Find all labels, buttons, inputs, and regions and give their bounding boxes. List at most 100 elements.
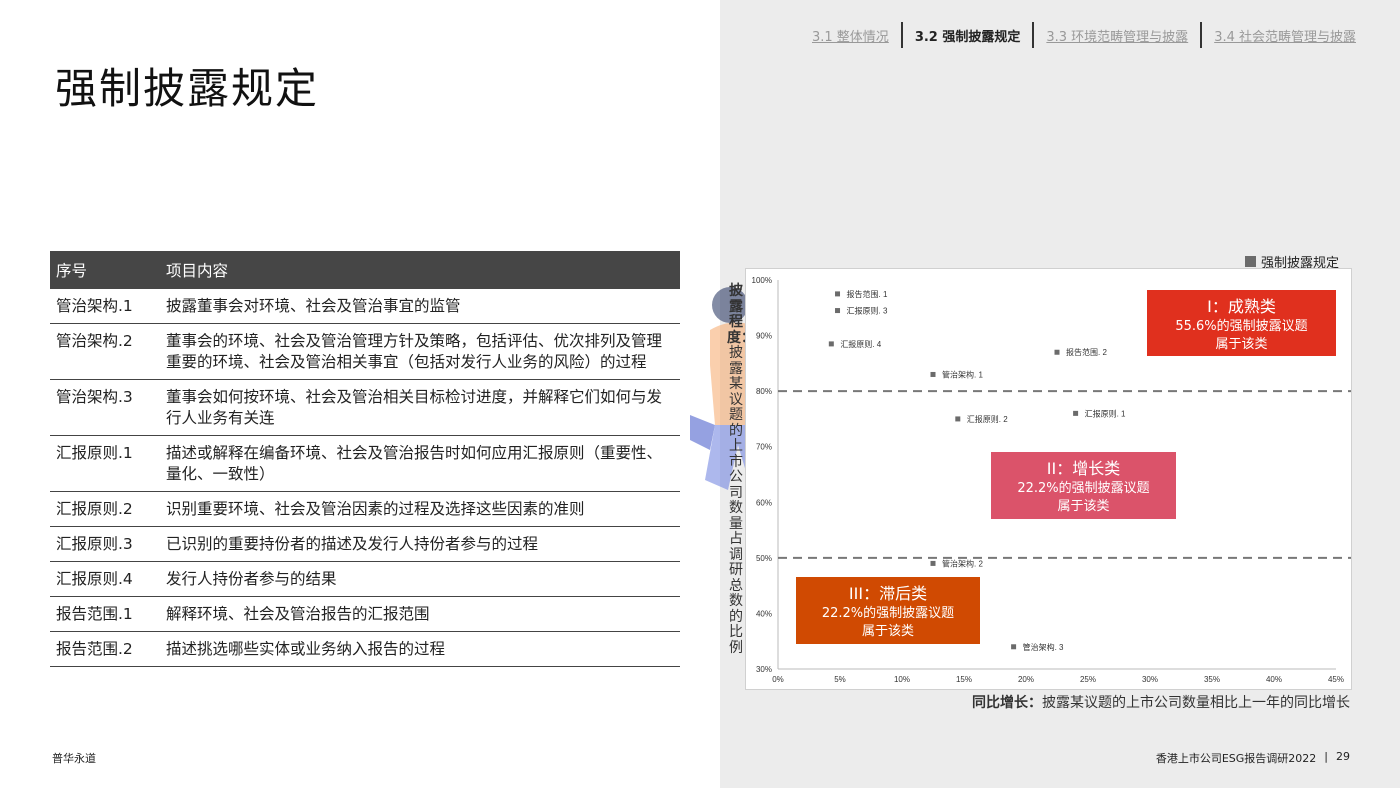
- nav-item-3-1[interactable]: 3.1 整体情况: [812, 29, 889, 45]
- page-number: 29: [1336, 750, 1350, 763]
- section-nav: 3.1 整体情况 3.2 强制披露规定 3.3 环境范畴管理与披露 3.4 社会…: [800, 22, 1368, 48]
- table-row: 管治架构.2 董事会的环境、社会及管治管理方针及策略，包括评估、优次排列及管理重…: [50, 323, 680, 380]
- table-row: 管治架构.3 董事会如何按环境、社会及管治相关目标检讨进度，并解释它们如何与发行…: [50, 379, 680, 436]
- column-header-id: 序号: [50, 251, 160, 289]
- page-title: 强制披露规定: [55, 64, 320, 113]
- table-row: 汇报原则.4 发行人持份者参与的结果: [50, 561, 680, 597]
- row-id: 汇报原则.4: [50, 561, 160, 597]
- data-point-marker: [955, 416, 961, 422]
- table-row: 报告范围.1 解释环境、社会及管治报告的汇报范围: [50, 596, 680, 632]
- table-header-row: 序号 项目内容: [50, 251, 680, 289]
- table-row: 汇报原则.3 已识别的重要持份者的描述及发行人持份者参与的过程: [50, 526, 680, 562]
- category-growth-box: II：增长类 22.2%的强制披露议题 属于该类: [991, 452, 1176, 519]
- nav-item-3-3[interactable]: 3.3 环境范畴管理与披露: [1046, 29, 1189, 45]
- row-id: 报告范围.1: [50, 596, 160, 632]
- row-text: 描述或解释在编备环境、社会及管治报告时如何应用汇报原则（重要性、量化、一致性）: [160, 435, 680, 492]
- category-growth-line2: 属于该类: [1057, 499, 1110, 514]
- nav-divider: [1032, 22, 1035, 48]
- column-header-content: 项目内容: [160, 251, 680, 289]
- category-lagging-line1: 22.2%的强制披露议题: [821, 606, 955, 621]
- chart-legend: 强制披露规定: [1245, 252, 1339, 271]
- y-tick-label: 90%: [756, 332, 772, 341]
- y-tick-label: 30%: [756, 665, 772, 674]
- data-point-marker: [930, 560, 936, 566]
- row-id: 管治架构.2: [50, 323, 160, 380]
- row-text: 董事会如何按环境、社会及管治相关目标检讨进度，并解释它们如何与发行人业务有关连: [160, 379, 680, 436]
- data-point-label: 汇报原则. 2: [967, 414, 1008, 424]
- data-point-marker: [1054, 349, 1060, 355]
- row-text: 识别重要环境、社会及管治因素的过程及选择这些因素的准则: [160, 491, 680, 527]
- category-lagging-line2: 属于该类: [861, 624, 914, 639]
- y-tick-label: 50%: [756, 554, 772, 563]
- nav-divider: [1200, 22, 1203, 48]
- category-mature-line1: 55.6%的强制披露议题: [1175, 319, 1308, 334]
- row-text: 描述挑选哪些实体或业务纳入报告的过程: [160, 631, 680, 667]
- x-axis-label-rest: 披露某议题的上市公司数量相比上一年的同比增长: [1042, 695, 1350, 711]
- x-tick-label: 40%: [1266, 675, 1282, 684]
- data-point-marker: [930, 371, 936, 377]
- footer-right: 香港上市公司ESG报告调研2022 | 29: [1156, 750, 1350, 766]
- row-id: 管治架构.1: [50, 289, 160, 324]
- nav-item-3-2[interactable]: 3.2 强制披露规定: [914, 29, 1021, 45]
- legend-square-icon: [1245, 256, 1256, 267]
- table-row: 报告范围.2 描述挑选哪些实体或业务纳入报告的过程: [50, 631, 680, 667]
- row-id: 汇报原则.2: [50, 491, 160, 527]
- data-point-label: 汇报原则. 4: [840, 339, 881, 349]
- data-point-marker: [828, 341, 834, 347]
- y-tick-label: 80%: [756, 387, 772, 396]
- category-lagging-title: III：滞后类: [848, 584, 928, 603]
- y-axis-label-rest: 披露某议题的上市公司数量占调研总数的比例: [729, 345, 743, 656]
- category-mature-line2: 属于该类: [1215, 337, 1268, 352]
- data-point-label: 管治架构. 3: [1023, 642, 1064, 652]
- footer-brand: 普华永道: [52, 752, 96, 765]
- data-point-marker: [1073, 410, 1079, 416]
- x-axis-label: 同比增长：披露某议题的上市公司数量相比上一年的同比增长: [972, 692, 1350, 712]
- y-tick-label: 60%: [756, 498, 772, 507]
- row-text: 解释环境、社会及管治报告的汇报范围: [160, 596, 680, 632]
- nav-item-3-4[interactable]: 3.4 社会范畴管理与披露: [1214, 29, 1356, 45]
- x-tick-label: 5%: [834, 675, 846, 684]
- y-axis-label: 披露程度：披露某议题的上市公司数量占调研总数的比例: [727, 283, 755, 656]
- row-text: 发行人持份者参与的结果: [160, 561, 680, 597]
- data-point-label: 汇报原则. 3: [847, 306, 888, 316]
- row-id: 报告范围.2: [50, 631, 160, 667]
- scatter-chart-svg: 30% 40% 50% 60% 70% 80% 90% 100% 0% 5% 10% 15% 20% 25…: [752, 276, 1351, 684]
- x-tick-label: 15%: [956, 675, 972, 684]
- data-point-marker: [835, 291, 841, 297]
- legend-label: 强制披露规定: [1261, 256, 1340, 271]
- category-growth-line1: 22.2%的强制披露议题: [1017, 481, 1150, 496]
- row-id: 汇报原则.1: [50, 435, 160, 492]
- x-tick-label: 35%: [1204, 675, 1220, 684]
- row-text: 披露董事会对环境、社会及管治事宜的监管: [160, 289, 680, 324]
- nav-divider: [900, 22, 903, 48]
- x-tick-label: 25%: [1080, 675, 1096, 684]
- footer-report-title: 香港上市公司ESG报告调研2022: [1155, 752, 1317, 765]
- y-tick-label: 70%: [756, 443, 772, 452]
- y-tick-label: 100%: [752, 276, 772, 285]
- data-point-marker: [835, 308, 841, 314]
- y-tick-label: 40%: [756, 609, 772, 618]
- data-point-label: 报告范围. 2: [1066, 347, 1107, 357]
- disclosure-table: 序号 项目内容 管治架构.1 披露董事会对环境、社会及管治事宜的监管 管治架构.…: [50, 251, 680, 667]
- x-tick-label: 0%: [772, 675, 784, 684]
- category-mature-title: I：成熟类: [1207, 297, 1276, 316]
- footer-separator: |: [1324, 750, 1328, 763]
- x-tick-label: 45%: [1328, 675, 1344, 684]
- data-point-marker: [1011, 644, 1017, 650]
- row-text: 董事会的环境、社会及管治管理方针及策略，包括评估、优次排列及管理重要的环境、社会…: [160, 323, 680, 380]
- data-point-label: 报告范围. 1: [847, 289, 888, 299]
- x-tick-label: 30%: [1142, 675, 1158, 684]
- row-id: 管治架构.3: [50, 379, 160, 436]
- x-tick-label: 10%: [894, 675, 910, 684]
- data-point-label: 管治架构. 1: [942, 369, 983, 379]
- category-growth-title: II：增长类: [1046, 459, 1121, 478]
- data-point-label: 管治架构. 2: [942, 558, 983, 568]
- row-id: 汇报原则.3: [50, 526, 160, 562]
- x-tick-label: 20%: [1018, 675, 1034, 684]
- category-lagging-box: III：滞后类 22.2%的强制披露议题 属于该类: [796, 577, 980, 644]
- table-row: 汇报原则.2 识别重要环境、社会及管治因素的过程及选择这些因素的准则: [50, 491, 680, 527]
- data-point-label: 汇报原则. 1: [1085, 408, 1126, 418]
- x-axis-label-bold: 同比增长：: [972, 695, 1042, 711]
- row-text: 已识别的重要持份者的描述及发行人持份者参与的过程: [160, 526, 680, 562]
- category-mature-box: I：成熟类 55.6%的强制披露议题 属于该类: [1147, 290, 1336, 356]
